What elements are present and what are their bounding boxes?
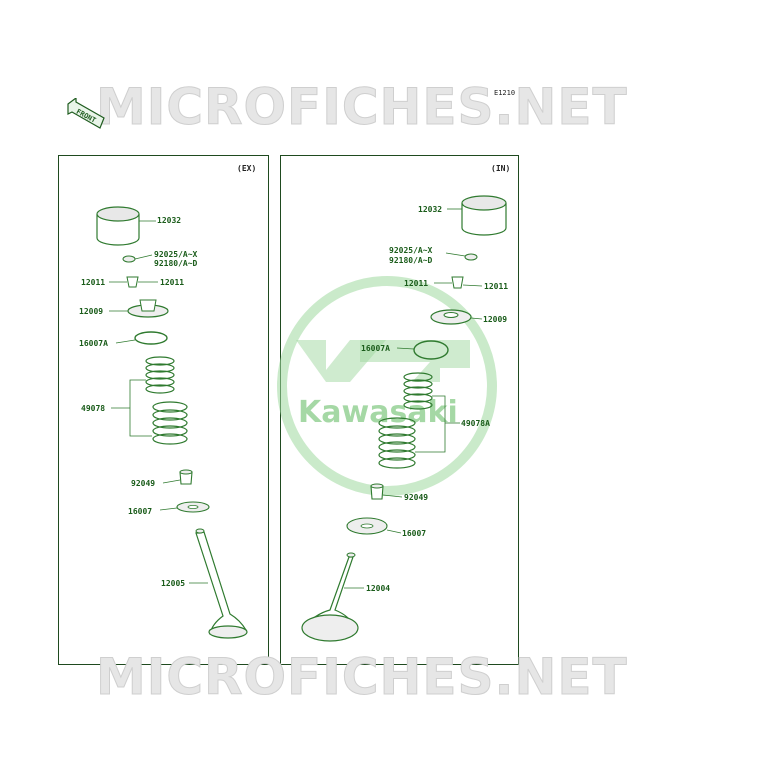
intake-shim-label-2: 92180/A~D (389, 256, 433, 265)
logo-text: Kawasaki (298, 395, 458, 430)
intake-cotter (434, 276, 483, 289)
intake-spring-seat-label: 16007 (402, 529, 427, 538)
watermark-top: MICROFICHES.NET (96, 78, 628, 137)
exhaust-spring-seat (159, 501, 210, 513)
exhaust-cotter-label-left: 12011 (81, 278, 106, 287)
intake-section-label: (IN) (491, 164, 511, 173)
intake-retainer (430, 309, 483, 325)
intake-valve-label: 12004 (366, 584, 391, 593)
exhaust-tappet-label: 12032 (157, 216, 182, 225)
exhaust-valve (189, 528, 248, 639)
intake-tappet (447, 195, 507, 236)
exhaust-cotter (109, 276, 158, 288)
exhaust-retainer-label: 12009 (79, 307, 104, 316)
intake-spring-seat (346, 517, 402, 535)
exhaust-spring-inner (145, 356, 175, 394)
intake-retainer-label: 12009 (483, 315, 508, 324)
exhaust-spring-outer (152, 401, 188, 445)
intake-spring-inner (403, 372, 433, 410)
exhaust-shim-label-1: 92025/A~X (154, 250, 198, 259)
exhaust-oil-seal (162, 469, 193, 485)
exhaust-seat-label: 16007A (79, 339, 108, 348)
exhaust-shim (122, 254, 153, 263)
exhaust-section-label: (EX) (237, 164, 257, 173)
front-arrow-icon: FRONT (67, 98, 105, 129)
intake-tappet-label: 12032 (418, 205, 443, 214)
kawasaki-logo: Kawasaki (277, 276, 497, 496)
exhaust-cotter-label-right: 12011 (160, 278, 185, 287)
exhaust-tappet (96, 206, 156, 246)
exhaust-spring-label: 49078 (81, 404, 106, 413)
intake-oil-seal-label: 92049 (404, 493, 429, 502)
figure-ref: E1210 (494, 89, 516, 97)
intake-shim-label-1: 92025/A~X (389, 246, 433, 255)
exhaust-retainer (109, 299, 169, 318)
intake-shim (445, 252, 478, 261)
exhaust-spring-bracket (111, 379, 152, 437)
intake-seat-label: 16007A (361, 344, 390, 353)
intake-seat-ring (396, 340, 449, 360)
exhaust-panel (58, 155, 269, 665)
exhaust-seat-ring (115, 331, 168, 345)
intake-cotter-label-left: 12011 (404, 279, 429, 288)
exhaust-shim-label-2: 92180/A~D (154, 259, 198, 268)
watermark-bottom: MICROFICHES.NET (96, 648, 628, 707)
intake-spring-outer (378, 417, 416, 469)
intake-spring-bracket (415, 395, 460, 453)
exhaust-valve-label: 12005 (161, 579, 186, 588)
intake-valve (301, 552, 364, 642)
intake-oil-seal (370, 483, 403, 500)
intake-spring-label: 49078A (461, 419, 490, 428)
exhaust-spring-seat-label: 16007 (128, 507, 153, 516)
intake-cotter-label-right: 12011 (484, 282, 509, 291)
exhaust-oil-seal-label: 92049 (131, 479, 156, 488)
